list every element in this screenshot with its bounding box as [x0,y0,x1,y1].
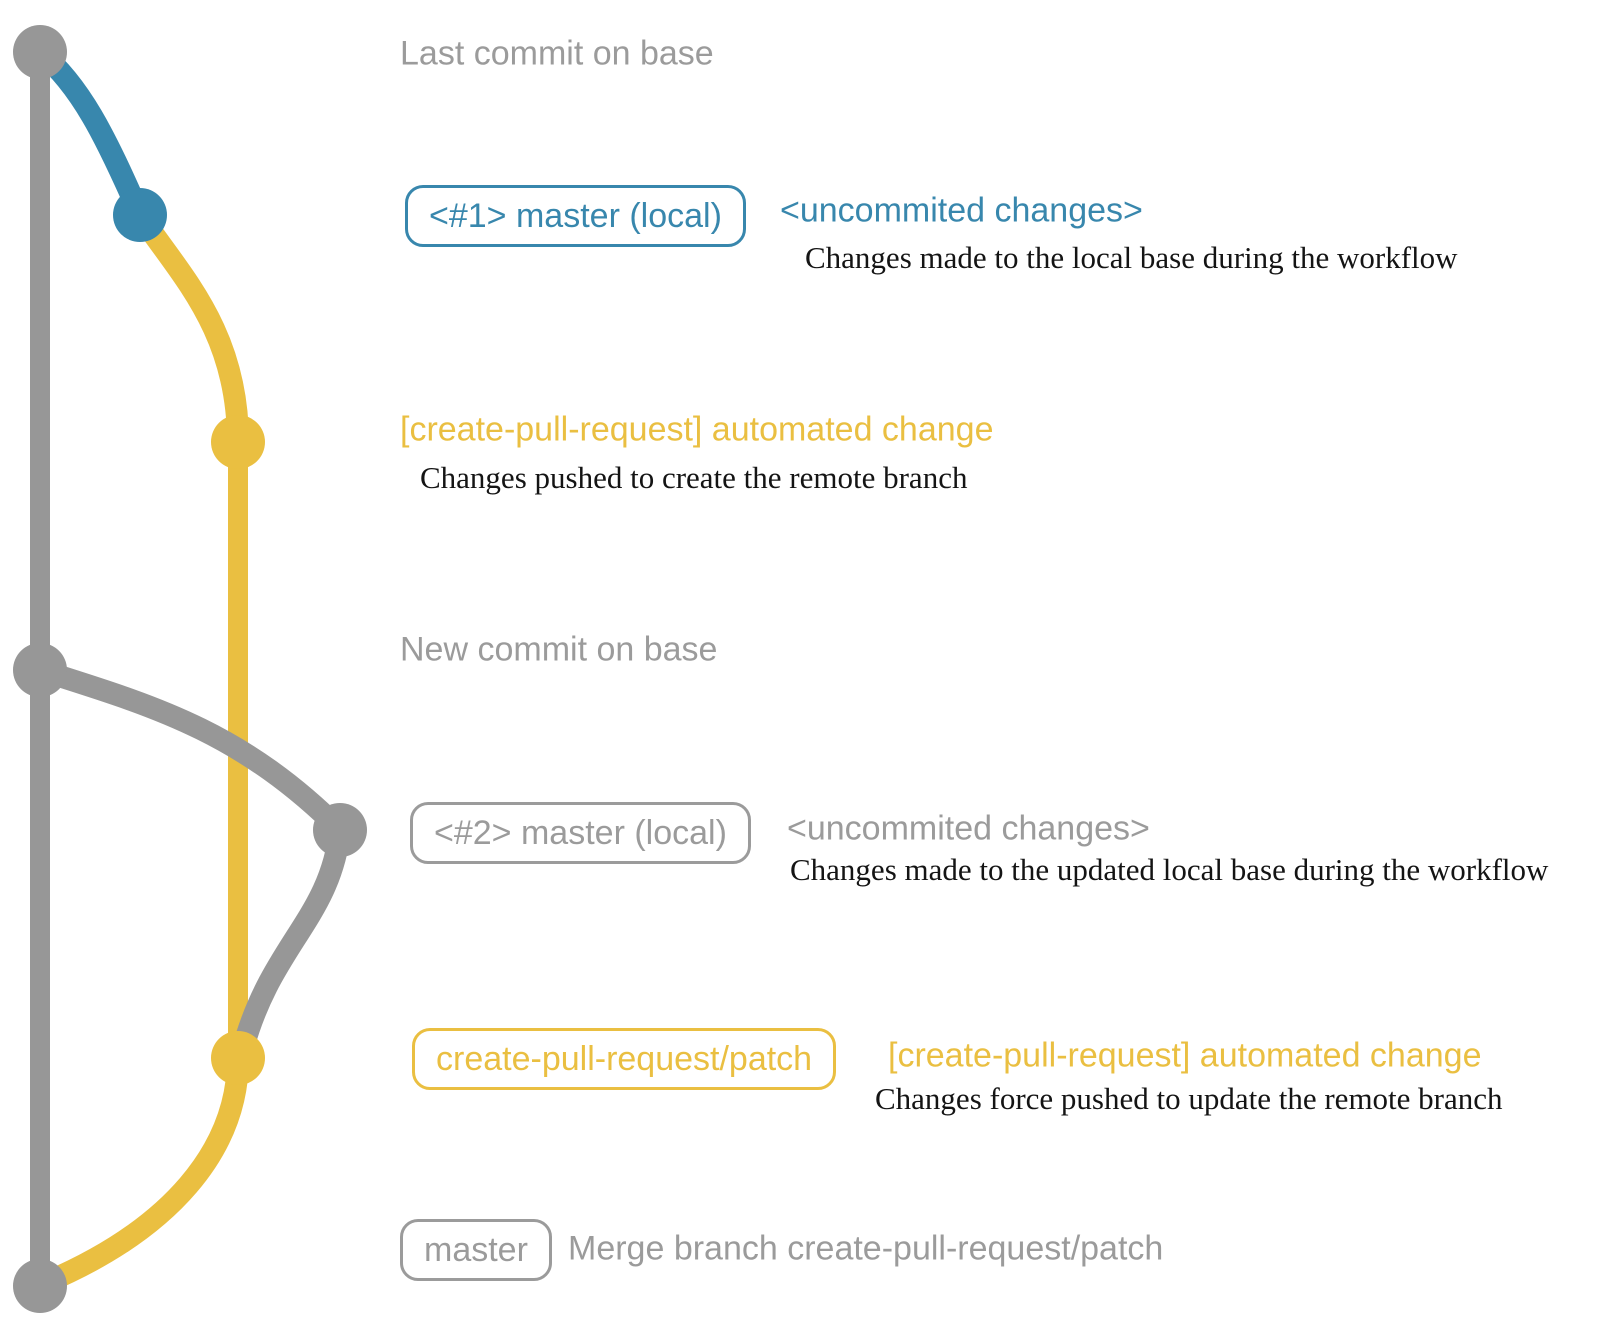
desc-local-base-changes-2: Changes made to the updated local base d… [790,851,1549,887]
branch-curve-local-master-2 [29,659,351,841]
note-new-commit-on-base: New commit on base [400,630,718,669]
branch-curve-force-push [231,819,351,1063]
subtitle-uncommited-changes-1: <uncommited changes> [780,191,1143,230]
branch-curve-patch-merge [34,1047,249,1294]
commit-dot-last-base [13,25,67,79]
commit-message-merge: Merge branch create-pull-request/patch [568,1229,1164,1268]
commit-dot-patch-2 [211,1031,265,1085]
subtitle-uncommited-changes-2: <uncommited changes> [787,809,1150,848]
branch-label-patch: create-pull-request/patch [412,1028,837,1090]
note-last-commit-on-base: Last commit on base [400,34,714,73]
branch-label-master-local-1: <#1> master (local) [405,185,746,247]
desc-force-push-remote-branch: Changes force pushed to update the remot… [875,1080,1503,1116]
commit-message-automated-change-1: [create-pull-request] automated change [400,410,994,449]
commit-dot-merge [13,1259,67,1313]
desc-local-base-changes-1: Changes made to the local base during th… [805,239,1458,275]
branch-curve-patch-create [129,204,249,453]
branch-curve-local-master-1 [29,41,151,226]
desc-push-remote-branch: Changes pushed to create the remote bran… [420,459,968,495]
commit-dot-local-master-1 [113,188,167,242]
commit-dot-new-base [13,643,67,697]
branch-label-master: master [400,1219,552,1281]
commit-dot-patch-1 [211,415,265,469]
commit-dot-local-master-2 [313,803,367,857]
commit-message-automated-change-2: [create-pull-request] automated change [888,1036,1482,1075]
branch-label-master-local-2: <#2> master (local) [410,802,751,864]
